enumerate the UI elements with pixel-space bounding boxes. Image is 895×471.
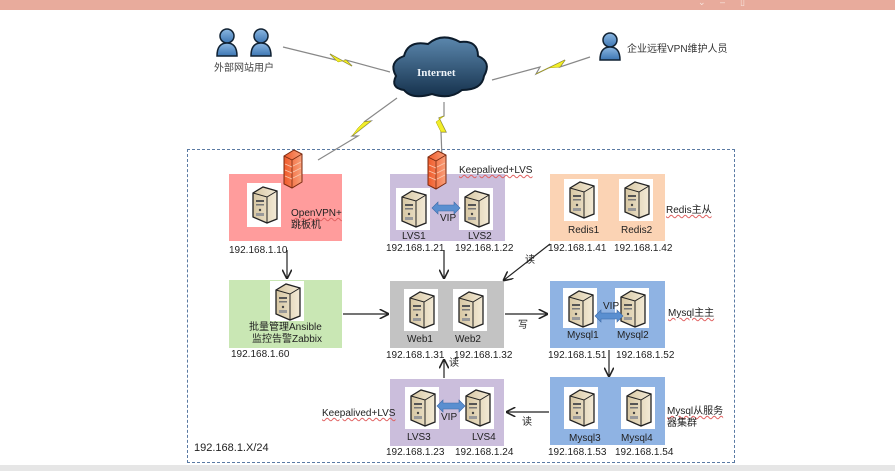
lightning-link-openvpn bbox=[317, 97, 398, 161]
server-name-lvs3: LVS3 bbox=[407, 432, 431, 443]
redis-group-label: Redis主从 bbox=[666, 205, 712, 217]
server-name-mysql1: Mysql1 bbox=[567, 330, 599, 341]
network-boundary bbox=[187, 149, 735, 463]
mysql-slave-label-line1: Mysql从服务 bbox=[667, 406, 724, 417]
ip-mysql4: 192.168.1.54 bbox=[615, 447, 674, 458]
restore-icon[interactable]: ▯ bbox=[740, 0, 745, 7]
server-icon-mysql4 bbox=[626, 389, 652, 427]
external-users-label: 外部网站用户 bbox=[214, 63, 274, 74]
lvs-top-group-label: Keepalived+LVS bbox=[459, 165, 533, 176]
minimize-icon[interactable]: – bbox=[720, 0, 726, 7]
vip-label: VIP bbox=[440, 213, 457, 224]
ansible-label: 批量管理Ansible bbox=[249, 322, 322, 333]
mysql-slave-label-line2: 器集群 bbox=[667, 418, 697, 429]
ip-lvs4: 192.168.1.24 bbox=[455, 447, 514, 458]
firewall-icon bbox=[427, 150, 447, 190]
server-icon-web2 bbox=[458, 291, 484, 329]
lightning-link-lvs bbox=[435, 102, 447, 159]
ip-web2: 192.168.1.32 bbox=[454, 350, 513, 361]
server-name-web1: Web1 bbox=[407, 334, 433, 345]
write-label: 写 bbox=[518, 320, 528, 331]
network-diagram: Internet 外部网站用户 企业远程VPN维护人员 OpenVPN+ 跳板机… bbox=[0, 10, 895, 465]
server-name-mysql3: Mysql3 bbox=[569, 433, 601, 444]
server-icon-lvs4 bbox=[465, 389, 491, 427]
server-name-mysql4: Mysql4 bbox=[621, 433, 653, 444]
lightning-link-vpn bbox=[491, 56, 591, 81]
user-icon bbox=[250, 28, 272, 57]
lightning-link-external bbox=[282, 46, 391, 73]
ip-redis1: 192.168.1.41 bbox=[548, 243, 607, 254]
ip-mysql1: 192.168.1.51 bbox=[548, 350, 607, 361]
vip-label: VIP bbox=[603, 301, 620, 312]
openvpn-label: OpenVPN+ bbox=[291, 208, 342, 219]
read-label-mysql-slave: 读 bbox=[522, 417, 532, 428]
server-icon-redis2 bbox=[624, 181, 650, 219]
server-name-redis1: Redis1 bbox=[568, 225, 600, 236]
server-icon-openvpn bbox=[252, 186, 278, 224]
zabbix-label: 监控告警Zabbix bbox=[252, 334, 323, 345]
vpn-users-label: 企业远程VPN维护人员 bbox=[627, 44, 728, 55]
read-label-redis: 读 bbox=[525, 255, 535, 266]
arrow-redis-to-web bbox=[504, 243, 551, 280]
server-name-lvs2: LVS2 bbox=[468, 231, 492, 242]
server-name-mysql2: Mysql2 bbox=[617, 330, 649, 341]
chevron-down-icon[interactable]: ⌄ bbox=[698, 0, 706, 7]
server-name-lvs1: LVS1 bbox=[402, 231, 426, 242]
firewall-icon bbox=[283, 149, 303, 189]
server-icon-mysql1 bbox=[568, 290, 594, 328]
network-label: 192.168.1.X/24 bbox=[194, 442, 269, 454]
server-icon-ansible bbox=[275, 283, 301, 321]
mysql-master-group-label-text: Mysql主主 bbox=[668, 308, 715, 319]
ip-redis2: 192.168.1.42 bbox=[614, 243, 673, 254]
ip-web1: 192.168.1.31 bbox=[386, 350, 445, 361]
server-icon-lvs2 bbox=[464, 190, 490, 228]
ip-openvpn: 192.168.1.10 bbox=[229, 245, 288, 256]
vpn-user-icon bbox=[599, 32, 621, 61]
ip-lvs2: 192.168.1.22 bbox=[455, 243, 514, 254]
read-label-lvs-bottom: 读 bbox=[449, 358, 459, 369]
vip-arrow-icon bbox=[436, 399, 466, 413]
ip-lvs3: 192.168.1.23 bbox=[386, 447, 445, 458]
vip-label: VIP bbox=[441, 412, 458, 423]
mysql-slave-group-label: Mysql从服务 bbox=[667, 406, 723, 418]
server-icon-web1 bbox=[409, 291, 435, 329]
server-icon-lvs1 bbox=[401, 190, 427, 228]
server-name-web2: Web2 bbox=[455, 334, 481, 345]
server-icon-lvs3 bbox=[410, 389, 436, 427]
redis-group-label-text: Redis主从 bbox=[666, 205, 712, 216]
server-icon-mysql3 bbox=[569, 389, 595, 427]
jumpserver-label: 跳板机 bbox=[291, 220, 321, 231]
ip-mysql3: 192.168.1.53 bbox=[548, 447, 607, 458]
ip-mysql2: 192.168.1.52 bbox=[616, 350, 675, 361]
window-titlebar: ⌄ – ▯ bbox=[0, 0, 895, 10]
mysql-master-group-label: Mysql主主 bbox=[668, 308, 714, 320]
lvs-bottom-group-label: Keepalived+LVS bbox=[322, 408, 396, 419]
server-name-lvs4: LVS4 bbox=[472, 432, 496, 443]
ip-lvs1: 192.168.1.21 bbox=[386, 243, 445, 254]
bottom-bar bbox=[0, 465, 895, 471]
internet-cloud-icon bbox=[392, 36, 488, 98]
server-icon-redis1 bbox=[569, 181, 595, 219]
ip-ansible: 192.168.1.60 bbox=[231, 349, 290, 360]
server-name-redis2: Redis2 bbox=[621, 225, 653, 236]
internet-label: Internet bbox=[417, 67, 456, 79]
server-icon-mysql2 bbox=[620, 290, 646, 328]
user-icon bbox=[216, 28, 238, 57]
diagram-graphics bbox=[216, 28, 655, 429]
